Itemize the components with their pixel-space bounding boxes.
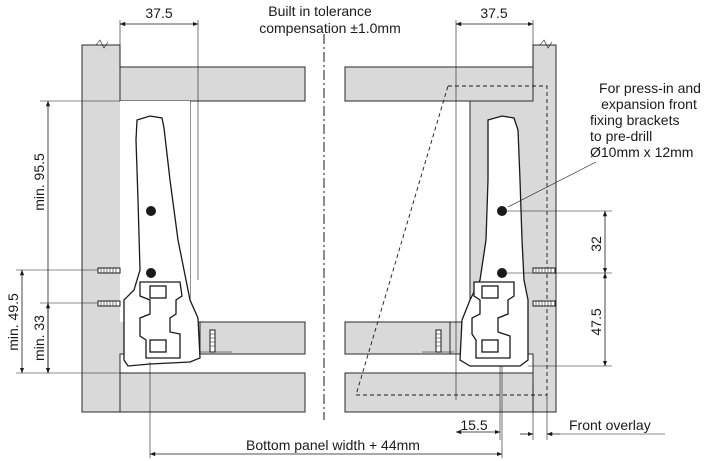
dim-label-min-49-5: min. 49.5 [5, 293, 21, 351]
note-line-4: to pre-drill [590, 128, 652, 144]
note-line-1: For press-in and [599, 80, 701, 96]
left-screw-upper [97, 267, 121, 274]
left-top-panel-edge [119, 66, 306, 102]
right-runner-profile [471, 281, 515, 359]
tolerance-label-line1: Built in tolerance [268, 3, 372, 19]
right-drawer-bracket [459, 115, 529, 367]
left-runner-slot-b [149, 339, 167, 353]
dim-label-47-5: 47.5 [588, 308, 604, 335]
front-overlay-label: Front overlay [569, 417, 651, 433]
right-bottom-screw [422, 329, 454, 353]
left-bottom-screw [200, 329, 232, 353]
right-screw-lower [532, 300, 556, 307]
left-fixing-hole-lower [146, 268, 156, 278]
right-runner-slot-b [481, 339, 499, 353]
right-runner-slot-a [481, 285, 499, 299]
left-cabinet [81, 39, 306, 413]
dim-label-min-95-5: min. 95.5 [31, 153, 47, 211]
left-drawer-bracket [123, 115, 201, 367]
left-runner-slot-a [149, 285, 167, 299]
dim-label-left-top: 37.5 [145, 5, 172, 21]
note-line-3: fixing brackets [590, 112, 679, 128]
bottom-panel-width-label: Bottom panel width + 44mm [246, 437, 420, 453]
dimension-lines [16, 20, 665, 458]
right-top-panel-edge [344, 66, 534, 102]
right-bottom-panel [344, 321, 451, 355]
right-break-mark [539, 39, 553, 49]
left-fixing-hole-upper [146, 206, 156, 216]
left-runner-profile [139, 281, 183, 359]
dim-label-min-33: min. 33 [31, 315, 47, 361]
right-cabinet [344, 39, 557, 413]
right-base-panel [344, 372, 534, 413]
dim-label-15-5: 15.5 [460, 417, 487, 433]
note-line-5: Ø10mm x 12mm [590, 144, 693, 160]
dim-label-32: 32 [588, 236, 604, 252]
note-line-2: expansion front [601, 96, 697, 112]
left-screw-lower [97, 300, 121, 307]
left-bottom-panel [199, 321, 306, 355]
dim-label-right-top: 37.5 [480, 5, 507, 21]
right-screw-upper [532, 267, 556, 274]
left-base-panel [119, 372, 306, 413]
left-break-mark [95, 39, 109, 49]
tolerance-label-line2: compensation ±1.0mm [259, 20, 401, 36]
